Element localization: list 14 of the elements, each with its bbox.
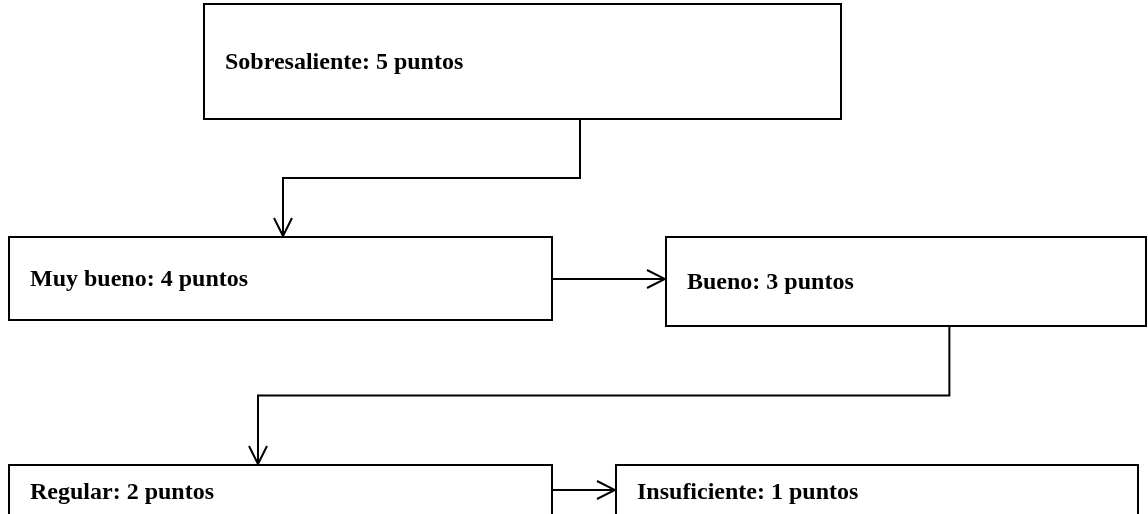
process-box [615, 464, 1139, 514]
box-label: Regular: 2 puntos [30, 477, 215, 505]
box-label: Insuficiente: 1 puntos [637, 477, 859, 505]
arrow [552, 269, 666, 289]
box-label: Bueno: 3 puntos [687, 268, 854, 295]
arrow [248, 326, 951, 465]
arrow [273, 119, 581, 237]
arrow [552, 480, 616, 500]
process-box [665, 236, 1147, 327]
process-box [8, 464, 553, 514]
process-box [203, 3, 842, 120]
box-label: Sobresaliente: 5 puntos [225, 48, 464, 75]
box-label: Muy bueno: 4 puntos [30, 265, 249, 292]
process-box [8, 236, 553, 321]
